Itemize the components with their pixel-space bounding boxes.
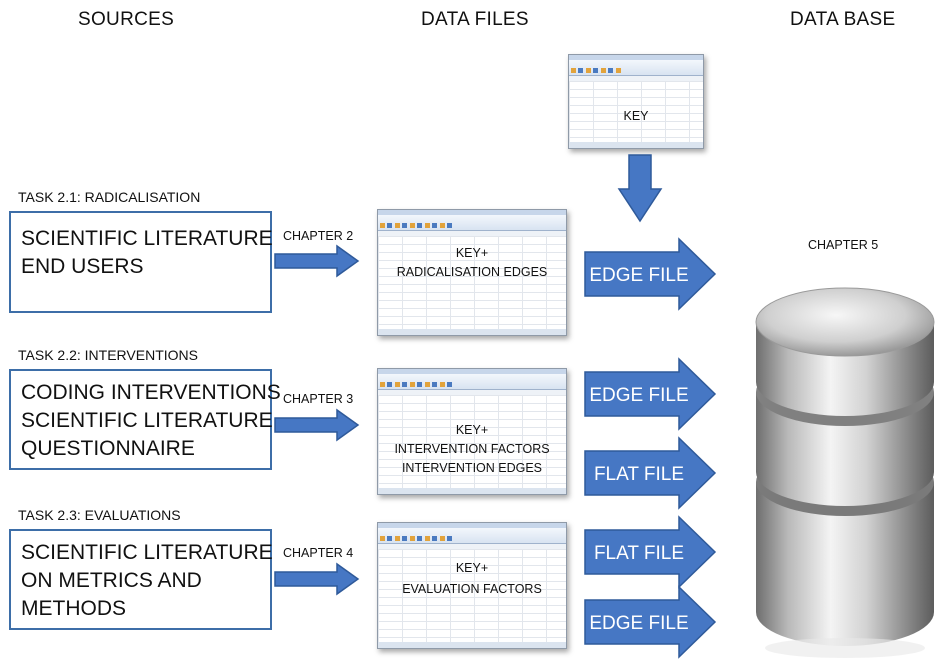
database-cylinder-icon <box>755 287 935 658</box>
source-line: CODING INTERVENTIONS <box>21 381 281 404</box>
data-files-header: DATA FILES <box>421 9 529 30</box>
source-line: SCIENTIFIC LITERATURE <box>21 541 273 564</box>
evaluation-spreadsheet: KEY+ EVALUATION FACTORS <box>377 522 567 649</box>
task-2-3-source-box: SCIENTIFIC LITERATURE ON METRICS AND MET… <box>9 529 273 630</box>
task-2-1-source-box: SCIENTIFIC LITERATURE END USERS <box>9 211 273 313</box>
flat-file-arrow-1: FLAT FILE <box>584 436 717 510</box>
file-line: INTERVENTION EDGES <box>401 461 543 475</box>
edge-file-arrow-1: EDGE FILE <box>584 237 717 311</box>
task-2-2-source-box: CODING INTERVENTIONS SCIENTIFIC LITERATU… <box>9 369 281 470</box>
task-2-3-label: TASK 2.3: EVALUATIONS <box>18 507 181 523</box>
arrow-label: EDGE FILE <box>589 385 688 406</box>
flat-file-arrow-2: FLAT FILE <box>584 515 717 589</box>
source-line: QUESTIONNAIRE <box>21 437 195 460</box>
key-file-label: KEY <box>623 109 649 123</box>
source-line: END USERS <box>21 255 144 278</box>
chapter-2-label: CHAPTER 2 <box>283 229 354 243</box>
file-line: KEY+ <box>455 561 489 575</box>
chapter-5-label: CHAPTER 5 <box>808 238 879 252</box>
file-line: EVALUATION FACTORS <box>402 582 542 596</box>
file-line: KEY+ <box>455 246 489 260</box>
intervention-spreadsheet: KEY+ INTERVENTION FACTORS INTERVENTION E… <box>377 368 567 495</box>
edge-file-arrow-2: EDGE FILE <box>584 357 717 431</box>
key-down-arrow <box>617 154 663 223</box>
file-line: INTERVENTION FACTORS <box>394 442 550 456</box>
file-line: KEY+ <box>455 423 489 437</box>
file-line: RADICALISATION EDGES <box>396 265 548 279</box>
source-line: SCIENTIFIC LITERATURE <box>21 409 273 432</box>
key-spreadsheet: KEY <box>568 54 704 149</box>
arrow-label: FLAT FILE <box>594 543 684 564</box>
radicalisation-spreadsheet: KEY+ RADICALISATION EDGES <box>377 209 567 336</box>
task-2-1-label: TASK 2.1: RADICALISATION <box>18 189 201 205</box>
chapter-4-arrow <box>274 562 360 596</box>
chapter-3-arrow <box>274 408 360 442</box>
chapter-4-label: CHAPTER 4 <box>283 546 354 560</box>
task-2-2-label: TASK 2.2: INTERVENTIONS <box>18 347 198 363</box>
source-line: ON METRICS AND <box>21 569 202 592</box>
chapter-2-arrow <box>274 244 360 278</box>
arrow-label: EDGE FILE <box>589 265 688 286</box>
chapter-3-label: CHAPTER 3 <box>283 392 354 406</box>
arrow-label: EDGE FILE <box>589 613 688 634</box>
data-base-header: DATA BASE <box>790 9 896 30</box>
arrow-label: FLAT FILE <box>594 464 684 485</box>
source-line: METHODS <box>21 597 126 620</box>
sources-header: SOURCES <box>78 9 175 30</box>
edge-file-arrow-3: EDGE FILE <box>584 585 717 659</box>
source-line: SCIENTIFIC LITERATURE <box>21 227 273 250</box>
